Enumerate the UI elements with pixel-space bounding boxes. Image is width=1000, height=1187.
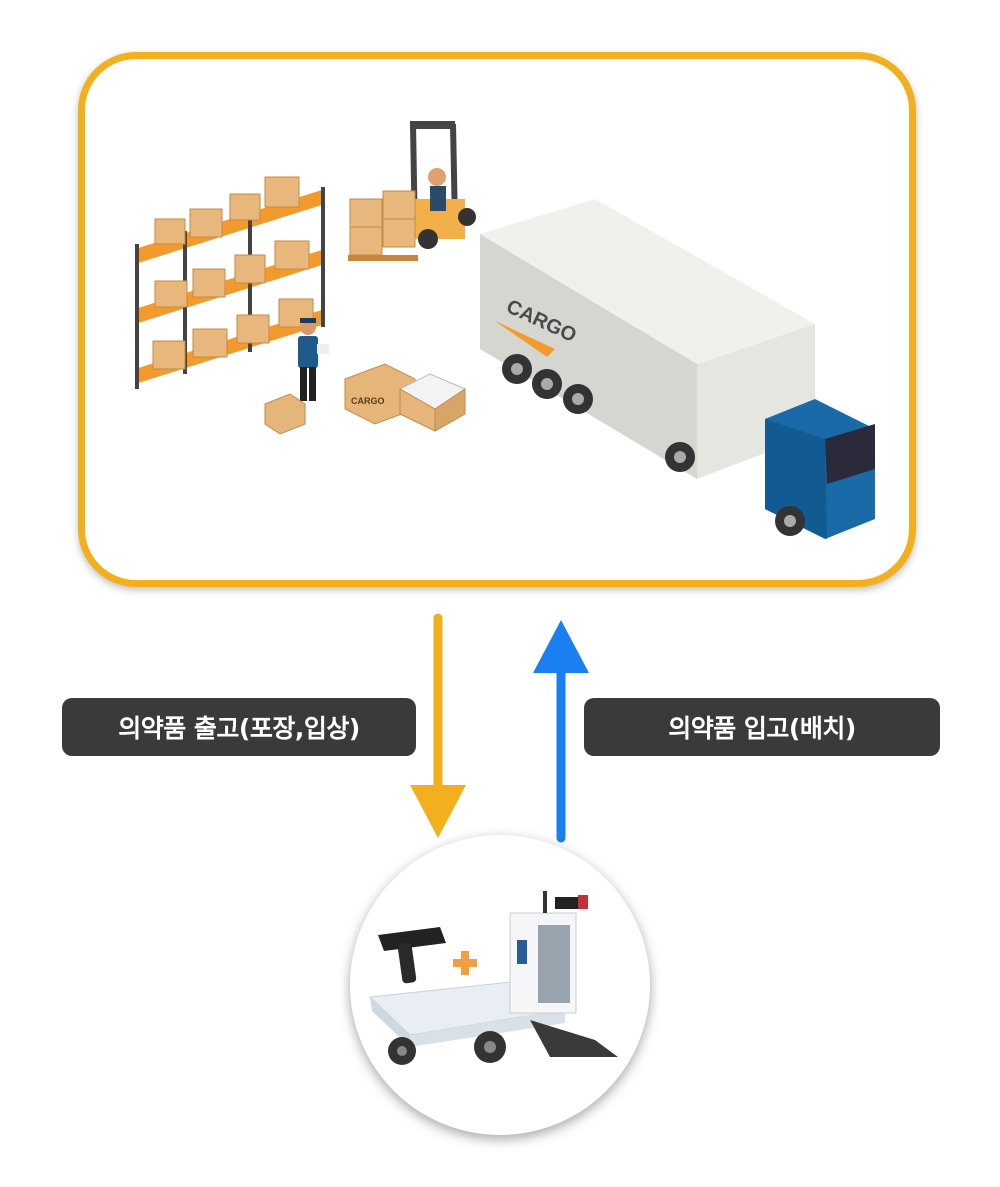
box-label: CARGO [351,396,385,406]
floor-boxes: CARGO [264,363,467,435]
robot-circle [350,835,650,1135]
agv-robot [368,891,618,1065]
inbound-label: 의약품 입고(배치) [584,698,940,756]
worker [298,318,329,401]
outbound-arrow [410,613,466,838]
inbound-arrow [533,620,589,843]
warehouse-frame: CARGO CARGO [78,52,916,587]
cargo-truck: CARGO [480,199,875,539]
agv-robot-illustration [368,891,618,1065]
shelf-rack [135,176,325,389]
forklift [348,121,476,261]
plus-icon [453,951,477,975]
warehouse-illustration: CARGO CARGO [135,121,875,539]
handheld-scanner-icon [378,927,446,984]
outbound-label: 의약품 출고(포장,입상) [62,698,416,756]
